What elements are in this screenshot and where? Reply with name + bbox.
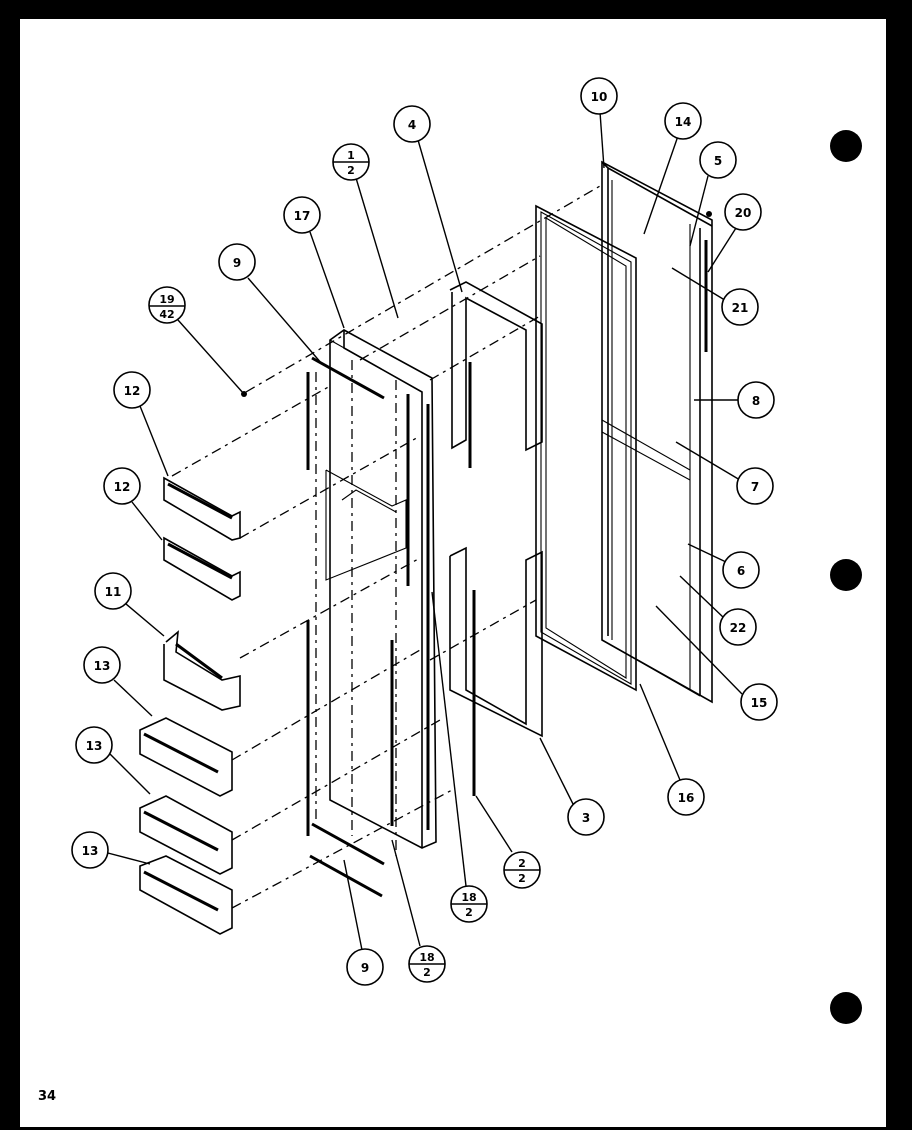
svg-text:2: 2 [423,966,431,979]
callout-7: 7 [736,467,774,505]
callout-21: 21 [721,288,759,326]
binder-hole-icon [830,559,862,591]
door-shelf-12-upper [163,476,241,541]
svg-text:13: 13 [94,659,111,673]
svg-text:11: 11 [105,585,122,599]
svg-text:2: 2 [518,872,526,885]
shelf-retainer-bottom [309,854,383,898]
svg-text:6: 6 [737,564,745,578]
callout-13-a: 13 [83,646,121,684]
callout-16: 16 [667,778,705,816]
callout-2-2: 2 2 [503,851,541,889]
svg-text:3: 3 [582,811,590,825]
callout-3: 3 [567,798,605,836]
door-shelf-12-lower [163,536,241,601]
callout-9-bottom: 9 [346,948,384,986]
callout-4: 4 [393,105,431,143]
callout-20: 20 [724,193,762,231]
door-shelf-11 [163,630,241,711]
callout-8: 8 [737,381,775,419]
assembly-lines [171,185,601,909]
screw-icon [241,391,247,397]
binder-hole-icon [830,992,862,1024]
svg-text:1: 1 [347,149,355,162]
callout-18-2-a: 18 2 [450,885,488,923]
svg-text:42: 42 [159,308,174,321]
door-liner [306,329,437,866]
svg-text:15: 15 [751,696,768,710]
breaker-frame [449,281,543,796]
callout-13-b: 13 [75,726,113,764]
svg-text:5: 5 [714,154,722,168]
callout-10: 10 [580,77,618,115]
callout-11: 11 [94,572,132,610]
callout-14: 14 [664,102,702,140]
svg-text:8: 8 [752,394,760,408]
svg-text:2: 2 [518,857,526,870]
callout-19-42: 19 42 [148,286,186,324]
svg-text:14: 14 [675,115,692,129]
door-bin-13-b [139,795,233,875]
svg-text:19: 19 [159,293,174,306]
svg-text:20: 20 [735,206,752,220]
svg-text:13: 13 [86,739,103,753]
svg-text:16: 16 [678,791,695,805]
svg-text:7: 7 [751,480,759,494]
svg-text:2: 2 [347,164,355,177]
callout-17: 17 [283,196,321,234]
binder-hole-icon [830,130,862,162]
door-bin-13-a [139,717,233,797]
callout-9-top: 9 [218,243,256,281]
callout-22: 22 [719,608,757,646]
svg-text:18: 18 [419,951,434,964]
svg-text:12: 12 [124,384,141,398]
callout-12-a: 12 [113,371,151,409]
callout-12-b: 12 [103,467,141,505]
svg-text:10: 10 [591,90,608,104]
svg-text:2: 2 [465,906,473,919]
svg-text:17: 17 [294,209,311,223]
leader-lines [103,111,743,951]
door-gasket [535,204,637,692]
callout-5: 5 [699,141,737,179]
door-bin-13-c [139,855,233,935]
svg-text:22: 22 [730,621,747,635]
outer-door-panel [601,160,713,704]
svg-text:18: 18 [461,891,476,904]
svg-text:9: 9 [361,961,369,975]
callout-18-2-b: 18 2 [408,945,446,983]
callout-13-c: 13 [71,831,109,869]
page-number: 34 [38,1089,57,1104]
svg-text:13: 13 [82,844,99,858]
callout-15: 15 [740,683,778,721]
callout-1-2: 1 2 [332,143,370,181]
svg-text:12: 12 [114,480,131,494]
svg-text:21: 21 [732,301,749,315]
callouts: 1 2 17 9 19 42 12 12 11 [71,77,778,986]
svg-text:9: 9 [233,256,241,270]
svg-text:4: 4 [408,118,416,132]
callout-6: 6 [722,551,760,589]
